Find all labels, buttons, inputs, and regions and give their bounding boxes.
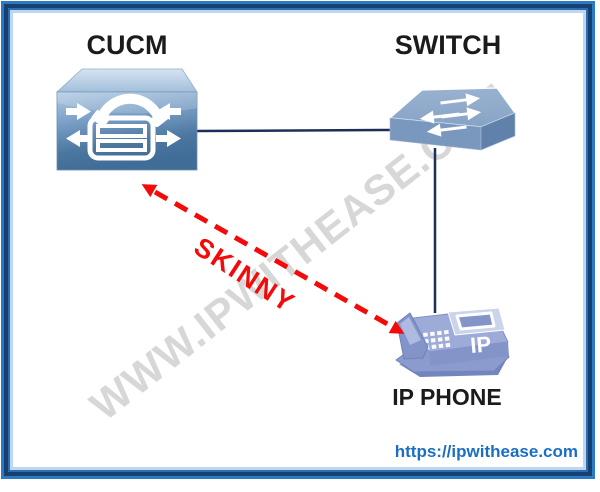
website-link[interactable]: https://ipwithease.com bbox=[394, 442, 578, 461]
switch-label: SWITCH bbox=[394, 30, 502, 60]
phone-keypad bbox=[423, 329, 451, 350]
ip-badge: IP bbox=[469, 331, 492, 358]
callmanager-glyph bbox=[66, 93, 181, 161]
arrow-right-icon bbox=[66, 103, 91, 120]
switch-icon bbox=[388, 87, 516, 151]
arrowhead-to-phone bbox=[388, 320, 405, 334]
cucm-label: CUCM bbox=[86, 30, 168, 60]
ip-phone-icon: IP bbox=[395, 307, 510, 377]
switch-arrows-glyph bbox=[419, 93, 482, 137]
skinny-arrow bbox=[141, 184, 405, 334]
arrow-right-icon bbox=[156, 130, 181, 147]
arrow-left-icon bbox=[156, 103, 181, 120]
phone-screen bbox=[455, 311, 496, 331]
cucm-server-icon bbox=[55, 68, 198, 171]
arrowhead-to-cucm bbox=[141, 184, 158, 198]
link-cucm-switch bbox=[196, 128, 391, 133]
arrow-left-icon bbox=[66, 130, 91, 147]
ip-phone-label: IP PHONE bbox=[392, 384, 502, 410]
